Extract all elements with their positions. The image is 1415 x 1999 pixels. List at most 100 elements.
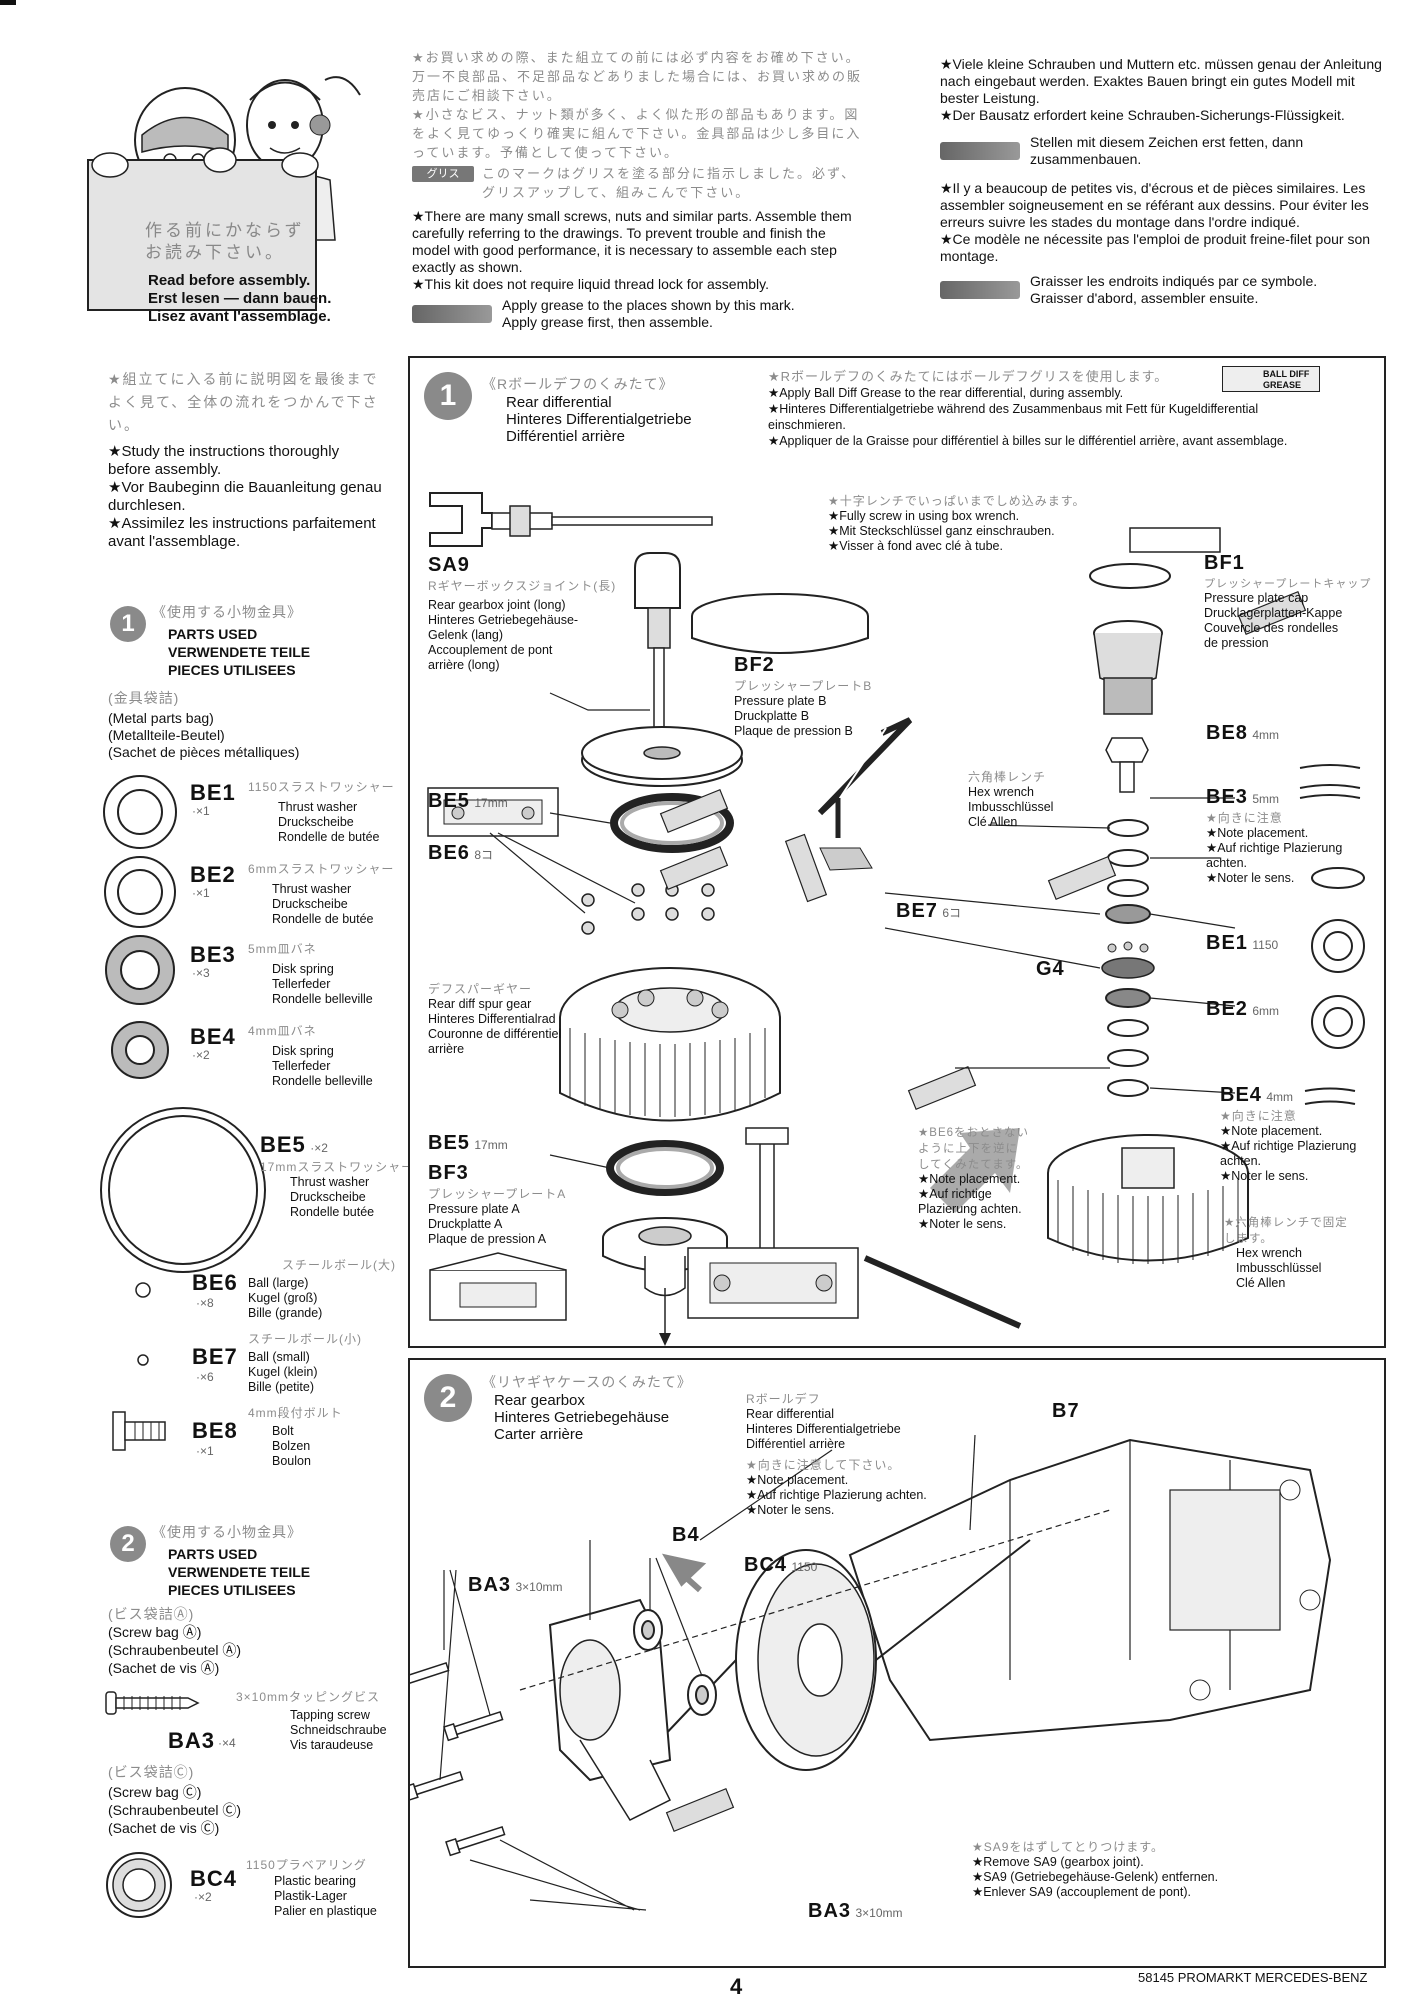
be7-code: BE7 <box>896 900 938 922</box>
g4-code: G4 <box>1036 958 1065 980</box>
screw-bag-a-fr: (Sachet de vis Ⓐ) <box>108 1660 220 1676</box>
metal-bag-fr: (Sachet de pièces métalliques) <box>108 744 300 760</box>
corner-mark <box>0 0 16 5</box>
parts-step-1-jp: 《使用する小物金具》 <box>152 604 302 620</box>
be1-code: BE1 <box>1206 932 1248 954</box>
bc4-step-size: 1150 <box>791 1560 818 1574</box>
metal-bag-jp: (金具袋詰) <box>108 690 180 706</box>
b7-code: B7 <box>1052 1400 1080 1422</box>
study-de: ★Vor Baubeginn die Bauanleitung genau du… <box>108 479 382 514</box>
center-fork-drawing <box>687 1127 859 1319</box>
part-be5: BE5 ·×2 17mmスラストワッシャー Thrust washer Druc… <box>260 1132 420 1220</box>
part-be8-jp: 4mm段付ボルト <box>248 1406 343 1420</box>
step-1-number: 1 <box>424 372 472 420</box>
bf1-desc: Pressure plate cap Drucklagerplatten-Kap… <box>1204 591 1343 650</box>
sa9-label: SA9 Rギヤーボックスジョイント(長) Rear gearbox joint … <box>428 554 628 673</box>
bf1-cap-drawing <box>1089 527 1221 715</box>
b7-gearbox-housing-drawing <box>848 1438 1332 1742</box>
part-be8-qty: ·×1 <box>196 1444 214 1458</box>
ba3-desc: Tapping screw Schneidschraube Vis taraud… <box>290 1708 387 1752</box>
part-be2-jp: 6mmスラストワッシャー <box>248 862 395 876</box>
b4-code: B4 <box>672 1524 700 1546</box>
be3-label: BE3 5mm ★向きに注意 ★Note placement. ★Auf ric… <box>1206 786 1376 886</box>
be3-size: 5mm <box>1252 792 1280 806</box>
part-be3-qty: ·×3 <box>192 966 210 980</box>
bf2-code: BF2 <box>734 654 775 676</box>
part-be1-qty: ·×1 <box>192 804 210 818</box>
diff-gear-drawing <box>659 1539 1031 1771</box>
screw-bag-a-de: (Schraubenbeutel Ⓐ) <box>108 1642 242 1658</box>
parts-step-1-title-en: PARTS USED <box>168 626 258 642</box>
part-be7-qty: ·×6 <box>196 1370 214 1384</box>
be2-size: 6mm <box>1252 1004 1280 1018</box>
step-1-title-fr: Différentiel arrière <box>506 428 625 445</box>
grease-mark-jp: グリス <box>412 166 474 182</box>
be5-bottom-code: BE5 <box>428 1132 470 1154</box>
ba3-screw-icon <box>105 1691 200 1715</box>
bc4-bearings-drawing <box>633 1609 717 1716</box>
part-be3-jp: 5mm皿バネ <box>248 942 317 956</box>
insertion-arrow-icon <box>661 1553 707 1593</box>
study-fr: ★Assimilez les instructions parfaitement… <box>108 515 376 550</box>
cross-section-bottom-drawing <box>429 1252 567 1321</box>
box-wrench-note: ★十字レンチでいっぱいまでしめ込みます。 ★Fully screw in usi… <box>828 492 1088 554</box>
part-be4-code: BE4 <box>190 1024 236 1049</box>
part-be7-jp: スチールボール(小) <box>248 1332 362 1346</box>
be5-top-label: BE5 17mm <box>428 790 508 813</box>
be6-code: BE6 <box>428 842 470 864</box>
intro-en-note-1: ★There are many small screws, nuts and s… <box>412 208 852 275</box>
parts-step-1-shapes <box>100 775 266 1451</box>
remove-sa9-text: ★Remove SA9 (gearbox joint). ★SA9 (Getri… <box>972 1855 1219 1899</box>
be4-size: 4mm <box>1266 1090 1294 1104</box>
be8-size: 4mm <box>1252 728 1280 742</box>
remove-sa9-note: ★SA9をはずしてとりつけます。 ★Remove SA9 (gearbox jo… <box>972 1838 1272 1900</box>
rear-diff-jp: Rボールデフ <box>746 1392 821 1406</box>
screw-bag-c-fr: (Sachet de vis Ⓒ) <box>108 1820 220 1836</box>
bf3-desc: Pressure plate A Druckplatte A Plaque de… <box>428 1202 547 1246</box>
ba3-top-label: BA3 3×10mm <box>468 1574 563 1597</box>
study-jp: ★組立てに入る前に説明図を最後までよく見て、全体の流れをつかんで下さい。 <box>108 371 379 433</box>
model-title: 58145 PROMARKT MERCEDES-BENZ <box>1138 1970 1368 1985</box>
grease-mark-icon <box>412 305 492 323</box>
part-be1: BE1 ·×1 1150スラストワッシャー Thrust washer Druc… <box>190 780 394 844</box>
ba3-jp: 3×10mmタッピングビス <box>236 1690 381 1704</box>
part-be3-desc: Disk spring Tellerfeder Rondelle bellevi… <box>272 962 373 1006</box>
bf1-code: BF1 <box>1204 552 1245 574</box>
bf1-jp: プレッシャープレートキャップ <box>1204 578 1372 590</box>
part-be7-code: BE7 <box>192 1344 238 1369</box>
sign-de: Erst lesen — dann bauen. <box>148 290 332 307</box>
bc4-jp: 1150プラベアリング <box>246 1858 367 1872</box>
step-1-title-de: Hinteres Differentialgetriebe <box>506 411 692 428</box>
be5-top-code: BE5 <box>428 790 470 812</box>
spur-gear-label: デフスパーギヤー Rear diff spur gear Hinteres Di… <box>428 980 588 1057</box>
be6-shape <box>135 1282 151 1298</box>
screw-bag-c-de: (Schraubenbeutel Ⓒ) <box>108 1802 242 1818</box>
right-washer-stack-drawing <box>1105 819 1151 1097</box>
intro-en-note-2: ★This kit does not require liquid thread… <box>412 276 770 292</box>
be4-note: ★Note placement. ★Auf richtige Plazierun… <box>1220 1124 1357 1183</box>
be5-bottom-label: BE5 17mm <box>428 1132 508 1155</box>
rear-diff-note-jp: ★向きに注意して下さい。 <box>746 1458 901 1472</box>
ba3-bottom-code: BA3 <box>808 1900 852 1922</box>
sa9-jp: Rギヤーボックスジョイント(長) <box>428 579 617 593</box>
part-be5-qty: ·×2 <box>310 1141 328 1155</box>
part-be5-jp: 17mmスラストワッシャー <box>260 1160 415 1174</box>
be7-qty: 6コ <box>942 906 962 920</box>
bf3-code: BF3 <box>428 1162 469 1184</box>
intro-illustration <box>70 40 390 340</box>
step-2-title-en: Rear gearbox <box>494 1392 585 1409</box>
part-be8-code: BE8 <box>192 1418 238 1443</box>
be5-top-size: 17mm <box>474 796 508 810</box>
part-be6-desc: Ball (large) Kugel (groß) Bille (grande) <box>248 1276 323 1320</box>
mechanics-drawing <box>87 76 361 311</box>
direction-arrow-icon <box>930 1128 1020 1213</box>
bf3-label: BF3 プレッシャープレートA Pressure plate A Druckpl… <box>428 1162 608 1247</box>
be5-bottom-size: 17mm <box>474 1138 508 1152</box>
be7-shape <box>137 1354 149 1366</box>
metal-bag-de: (Metallteile-Beutel) <box>108 727 225 743</box>
step-2-panel: 2 《リヤギヤケースのくみたて》 Rear gearbox Hinteres G… <box>408 1358 1386 1968</box>
grease-mark-label: グリス <box>426 168 460 180</box>
step-1-grease-note: ★Rボールデフのくみたてにはボールデフグリスを使用します。 ★Apply Bal… <box>768 366 1376 449</box>
bottom-hex-wrench-drawing <box>863 1255 1022 1329</box>
hex-fix-desc: Hex wrench Imbusschlüssel Clé Allen <box>1236 1246 1322 1290</box>
